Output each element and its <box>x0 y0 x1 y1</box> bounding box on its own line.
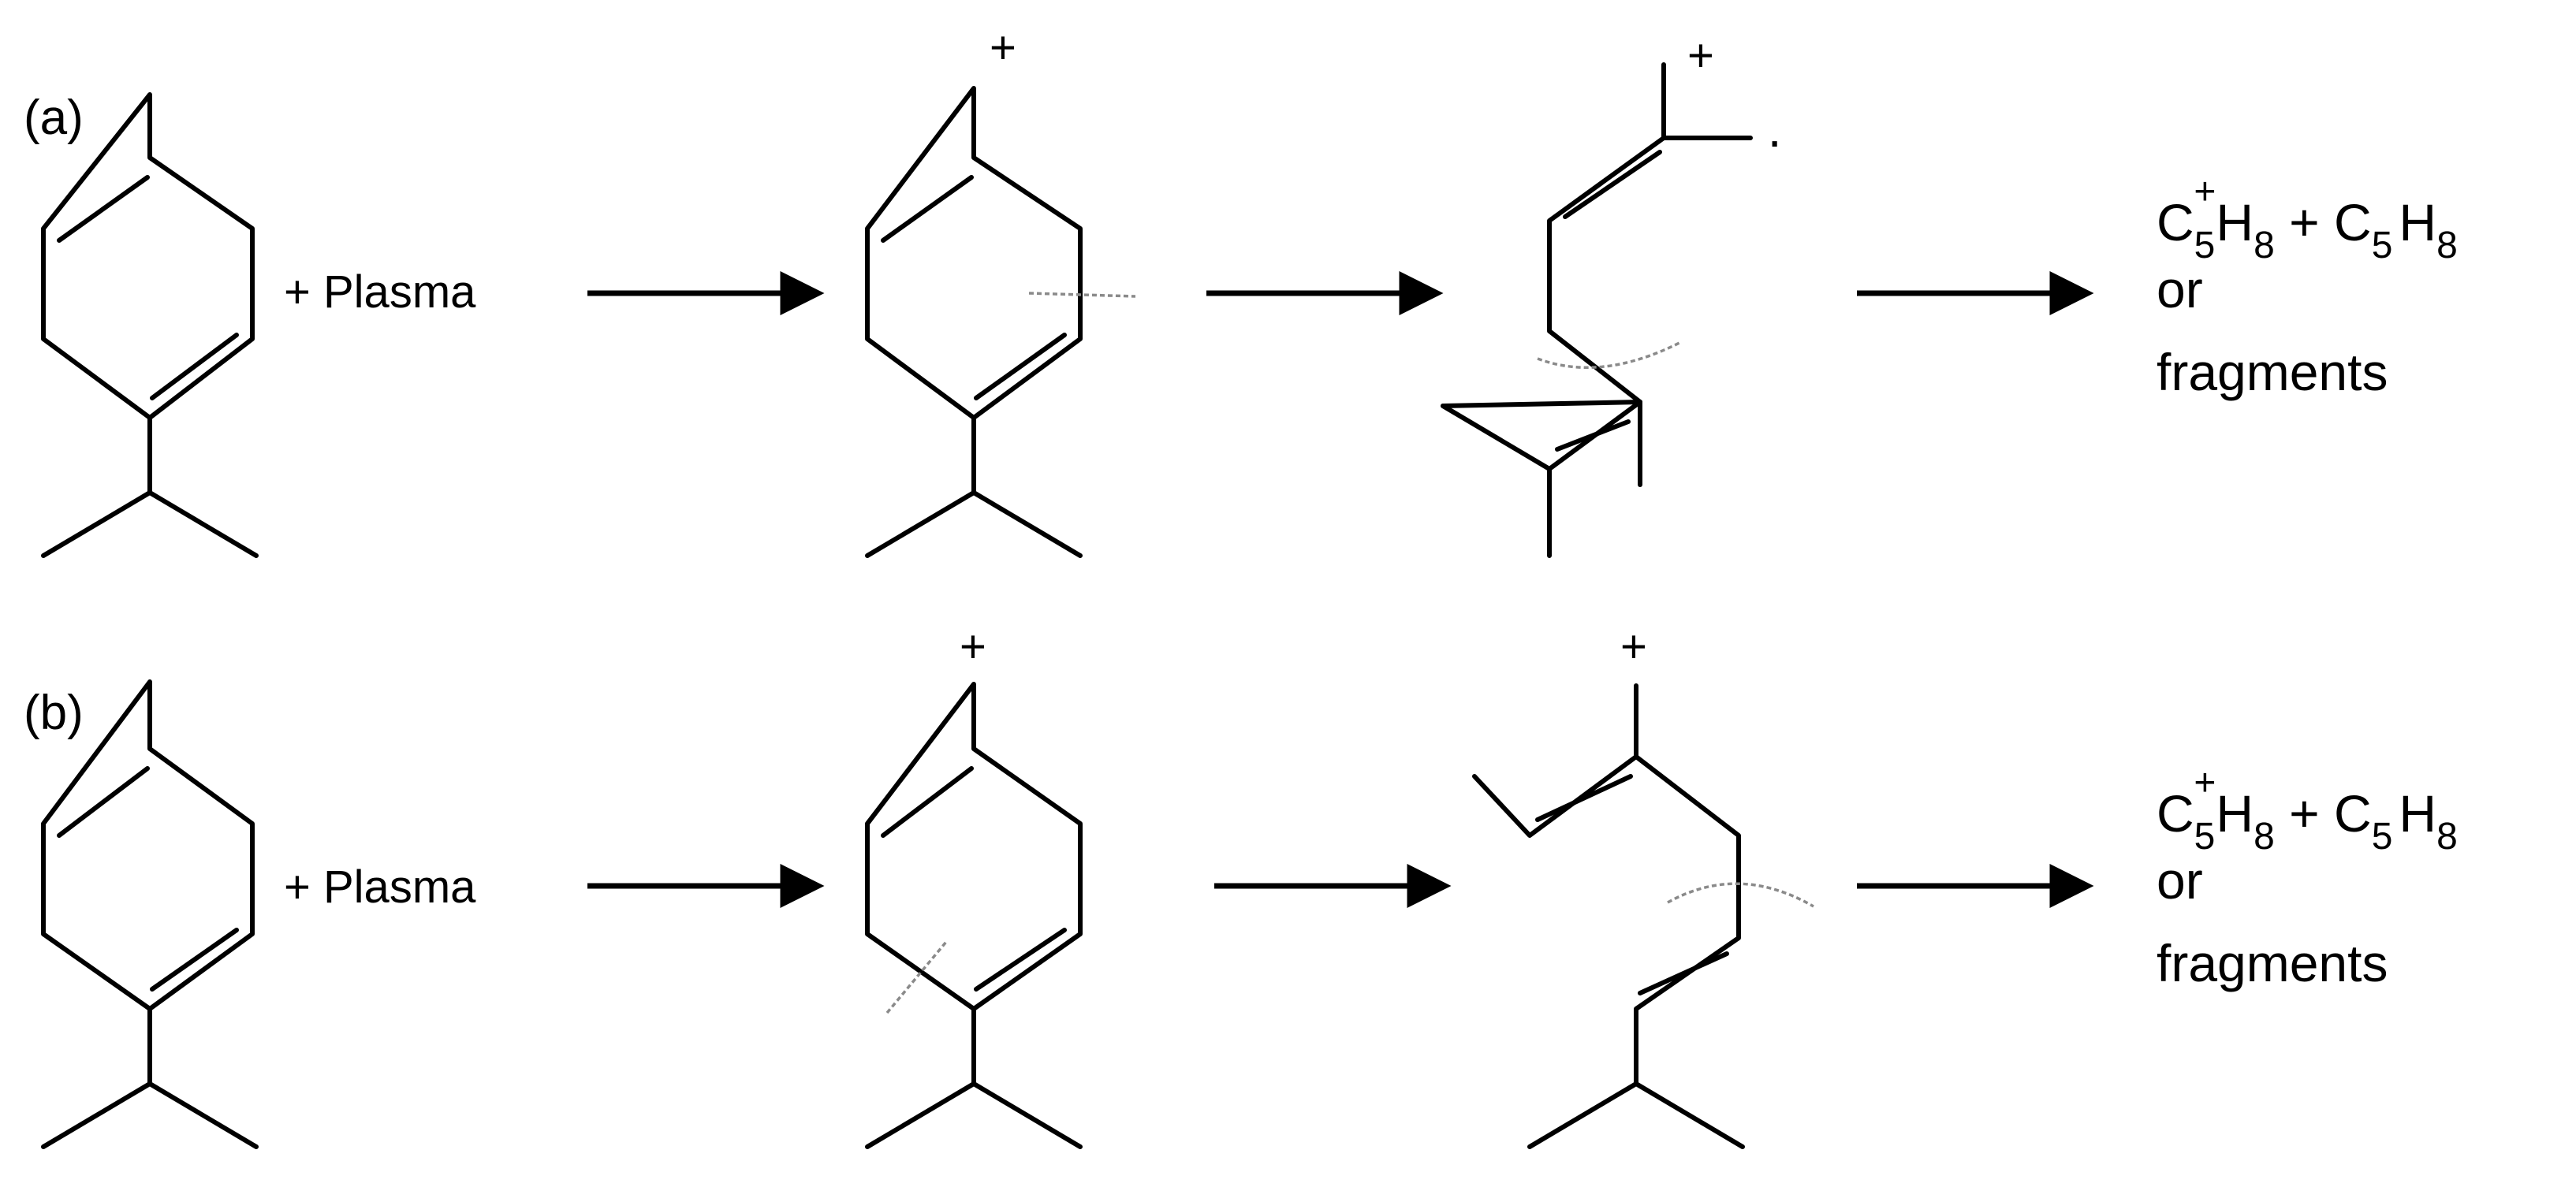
row-b-charge-2: + <box>1620 621 1647 672</box>
row-b-product-fragments: fragments <box>2157 934 2388 992</box>
row-b-fragmentation-mark <box>1667 882 1814 908</box>
row-a-reagent: + Plasma <box>284 266 476 318</box>
row-a-fragmentation-mark <box>1537 341 1680 369</box>
row-a-label: (a) <box>24 91 84 145</box>
row-a-product-or: or <box>2157 260 2203 318</box>
row-b-reagent: + Plasma <box>284 861 476 913</box>
row-b: (b) + Plasma + <box>24 621 2458 1149</box>
row-a-charge-1: + <box>990 22 1016 73</box>
row-a-charge-2: + <box>1687 30 1714 81</box>
row-b-product-or: or <box>2157 851 2203 910</box>
row-b-label: (b) <box>24 686 84 740</box>
row-a-radical-dot: · <box>1766 112 1783 169</box>
row-b-charge-1: + <box>960 621 986 672</box>
row-b-radical-cation-molecule <box>865 682 1083 1149</box>
row-a-ring-opened-molecule <box>1441 62 1753 558</box>
row-b-ring-opened-molecule <box>1472 683 1814 1149</box>
row-a-product-fragments: fragments <box>2157 343 2388 401</box>
row-a-cleavage-mark <box>1028 292 1136 298</box>
row-a-radical-cation-molecule <box>865 86 1136 558</box>
row-a: (a) + Plasma + <box>24 22 2458 558</box>
row-a-reactant-molecule <box>41 92 259 558</box>
row-b-reactant-molecule <box>41 679 259 1149</box>
